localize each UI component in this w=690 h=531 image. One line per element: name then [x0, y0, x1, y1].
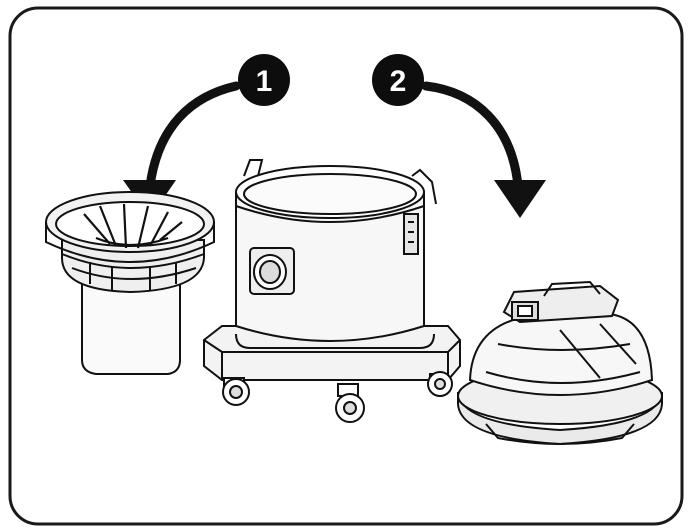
motor-head [457, 280, 663, 446]
caster-wheel-front-left [222, 377, 250, 406]
step-2-number: 2 [390, 65, 407, 98]
filter-basket [45, 191, 215, 375]
step-1-badge: 1 [238, 54, 290, 106]
step-2-arrow [421, 81, 546, 218]
caster-wheel-front-center [335, 383, 365, 423]
vacuum-tank [203, 159, 461, 423]
step-1-number: 1 [256, 65, 273, 98]
caster-wheel-right [427, 371, 453, 397]
hose-inlet [249, 247, 295, 295]
step-2-badge: 2 [372, 54, 424, 106]
